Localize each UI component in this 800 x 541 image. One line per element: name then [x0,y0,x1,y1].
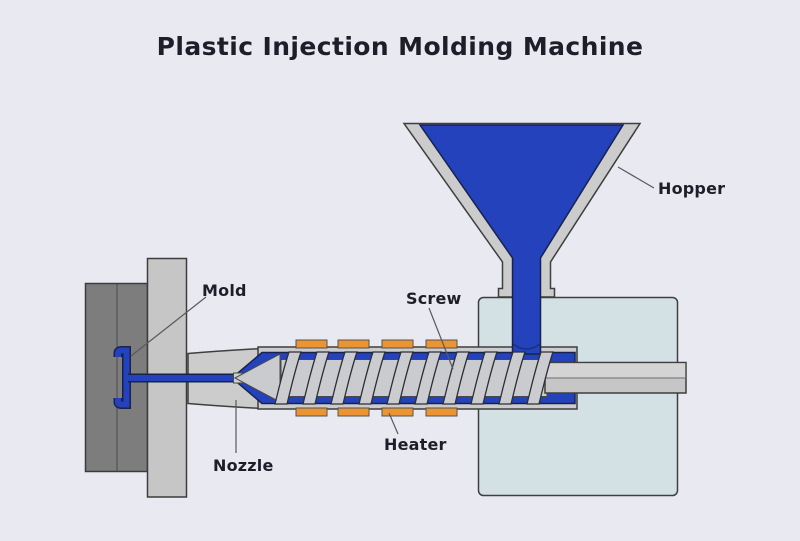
page-title: Plastic Injection Molding Machine [157,32,644,61]
screw-leader-line [428,307,454,370]
hopper-label: Hopper [658,179,725,198]
screw-label: Screw [406,289,462,308]
mold-label: Mold [202,281,247,300]
hopper-leader-line [617,166,655,189]
heater-leader-line [388,412,399,435]
drive-shaft-highlight [545,363,686,378]
heater-band [425,407,458,417]
mold-cavity [115,347,130,408]
heater-band [295,339,328,349]
heater-band [381,407,414,417]
heater-band [337,339,370,349]
feed-throat-curve [512,343,541,350]
heater-band [295,407,328,417]
drive-shaft [544,361,687,394]
heater-label: Heater [384,435,447,454]
part-labels: Hopper Mold Screw Nozzle Heater [202,179,725,475]
heater-band [337,407,370,417]
heater-bands [295,339,458,417]
heater-band [381,339,414,349]
mold-leader-line [130,296,207,357]
screw-tip [233,353,281,403]
nozzle-label: Nozzle [213,456,274,475]
